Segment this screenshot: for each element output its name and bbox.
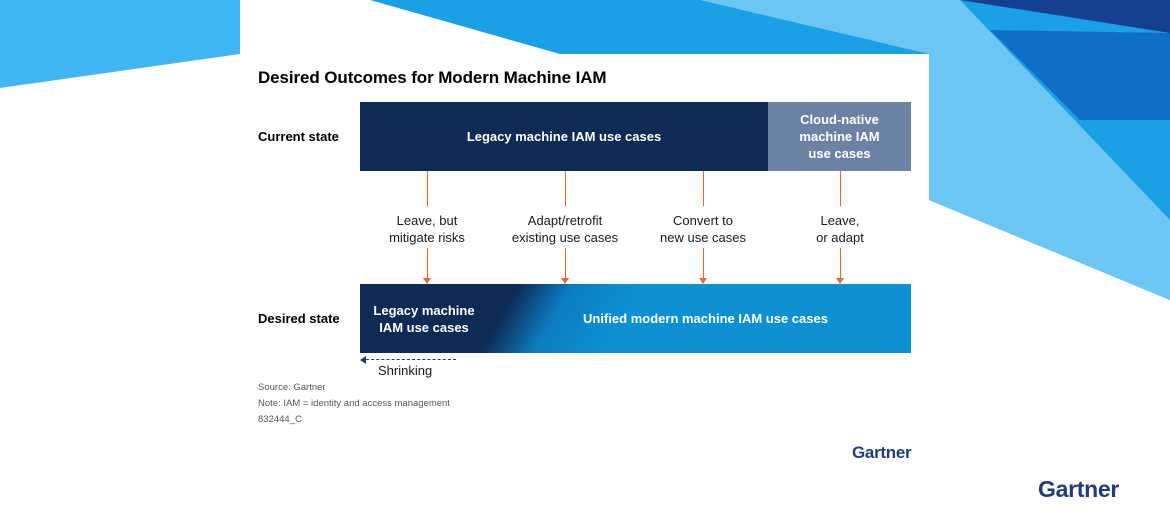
desired-legacy-box: Legacy machine IAM use cases — [360, 284, 488, 353]
iam-note: Note: IAM = identity and access manageme… — [258, 398, 450, 409]
current-legacy-label: Legacy machine IAM use cases — [466, 129, 662, 144]
action-label: Leave,or adapt — [816, 213, 864, 245]
connector-line — [840, 171, 841, 206]
connector-line — [565, 248, 566, 278]
figure-code: 832444_C — [258, 414, 302, 425]
arrow-down-icon — [423, 278, 431, 284]
bg-shape-pale — [700, 0, 1170, 300]
bg-shape-navy — [960, 0, 1170, 33]
current-state-label: Current state — [258, 129, 339, 144]
gartner-logo: Gartner — [1038, 476, 1119, 502]
shrinking-dashed-line — [366, 359, 456, 360]
current-cloud-native-box: Cloud-native machine IAM use cases — [768, 102, 911, 171]
connector-line — [703, 248, 704, 278]
connector-line — [427, 171, 428, 206]
bg-shape-light — [0, 0, 240, 88]
arrow-down-icon — [836, 278, 844, 284]
connector-line — [565, 171, 566, 206]
page-title: Desired Outcomes for Modern Machine IAM — [258, 68, 607, 87]
unified-label: Unified modern machine IAM use cases — [583, 311, 828, 326]
cloud-native-label: Cloud-native machine IAM use cases — [799, 112, 880, 161]
arrow-left-icon — [360, 356, 366, 364]
source-note: Source: Gartner — [258, 382, 326, 393]
arrow-down-icon — [699, 278, 707, 284]
desired-state-label: Desired state — [258, 311, 340, 326]
current-legacy-box: Legacy machine IAM use cases — [360, 102, 768, 171]
bg-shape-mid — [990, 30, 1170, 120]
shrinking-label: Shrinking — [378, 363, 433, 378]
arrow-down-icon — [561, 278, 569, 284]
gartner-logo-small: Gartner — [852, 443, 912, 462]
desired-state-bar — [360, 284, 911, 353]
connector-line — [427, 248, 428, 278]
unified-box: Unified modern machine IAM use cases — [500, 284, 911, 353]
connector-line — [840, 248, 841, 278]
connector-line — [703, 171, 704, 206]
desired-legacy-label: Legacy machine IAM use cases — [373, 302, 475, 335]
